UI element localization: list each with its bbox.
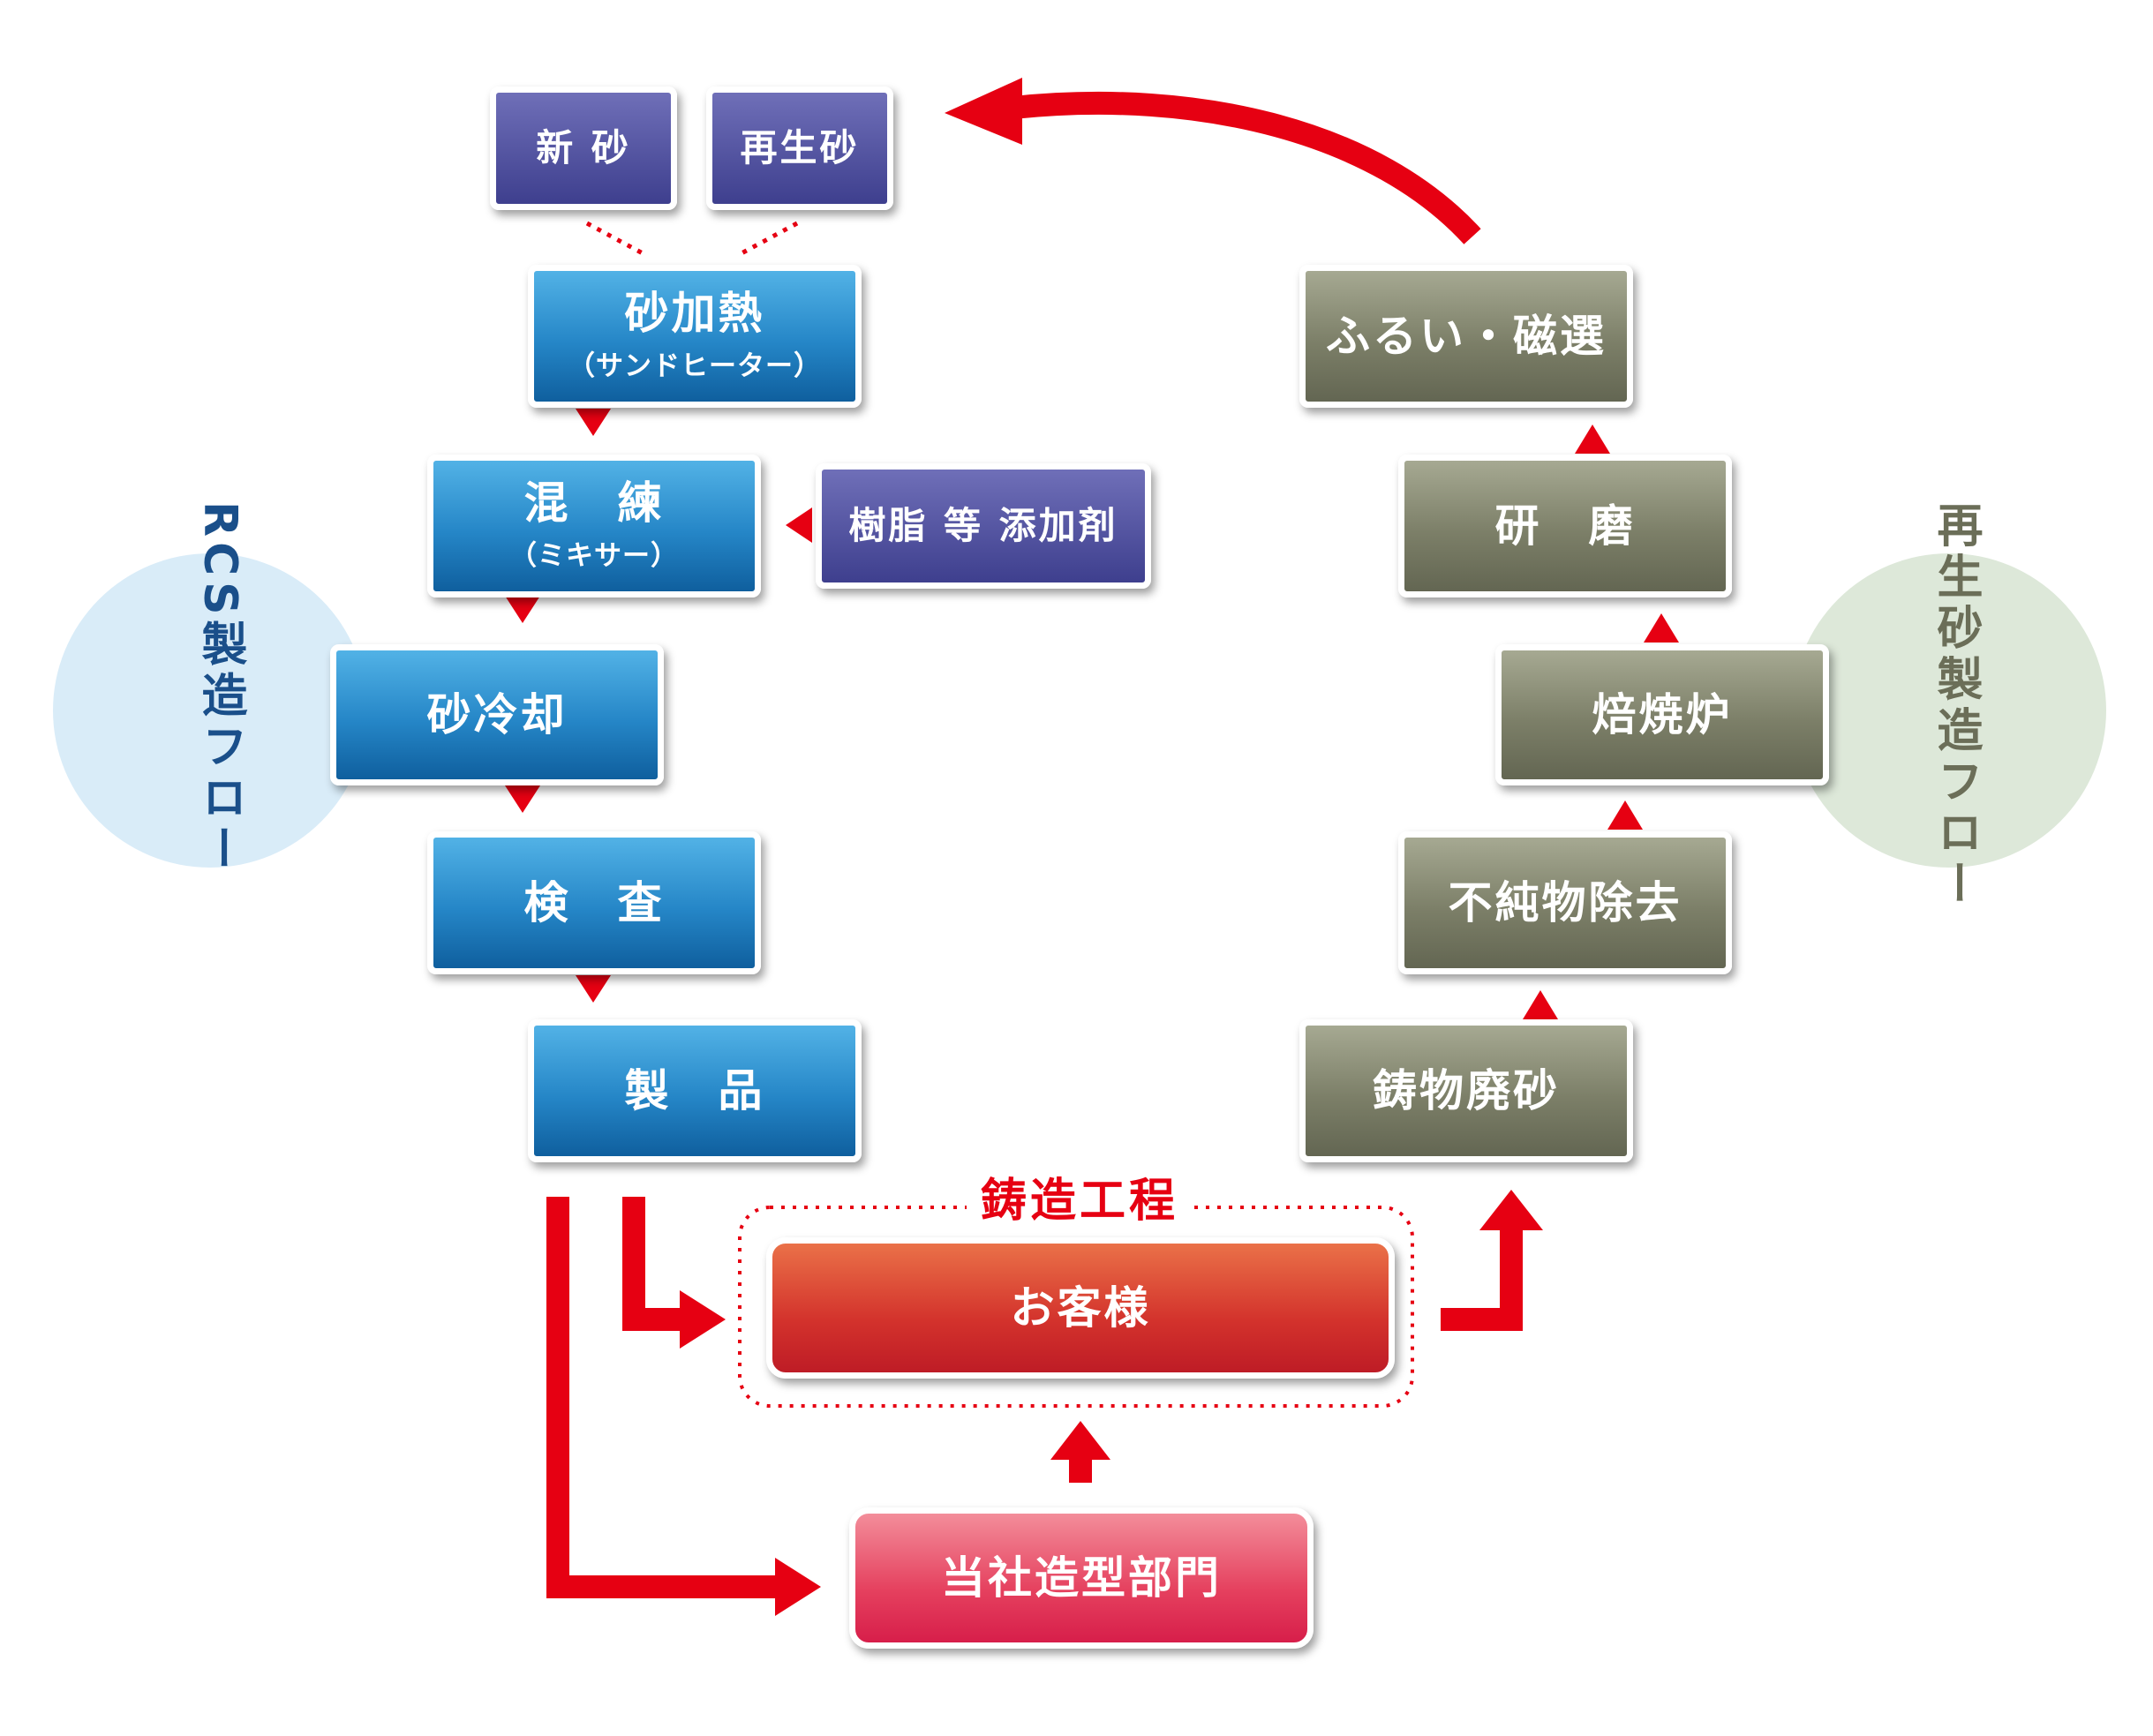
waste-sand-box: 鋳物廃砂 [1299, 1019, 1633, 1162]
arrow-waste-to-removal [1523, 990, 1558, 1019]
inspection-box: 検 査 [427, 831, 761, 974]
casting-process-label: 鋳造工程 [967, 1163, 1193, 1229]
arrow-product-to-inhouse [546, 1197, 786, 1598]
sieving-label: ふるい・磁選 [1326, 310, 1607, 362]
waste-sand-label: 鋳物廃砂 [1373, 1064, 1560, 1116]
sieving-box: ふるい・磁選 [1299, 265, 1633, 408]
arrow-removal-to-furnace [1607, 800, 1643, 830]
recycled-flow-title: 再生砂製造フロー [1929, 501, 1982, 911]
additive-label: 樹脂 等 添加剤 [848, 503, 1118, 547]
sand-heating-sub: （サンドヒーター） [568, 350, 822, 382]
arrow-additive-to-mixing [786, 507, 812, 543]
customer-label: お客様 [1010, 1281, 1151, 1334]
arrow-inhouse-to-customer-head [1050, 1421, 1110, 1460]
recycle-arrow-head [945, 78, 1022, 145]
arrow-cooling-to-inspection [505, 785, 540, 813]
recycled-sand-box: 再生砂 [706, 86, 893, 210]
arrow-heating-to-mixing [576, 409, 611, 436]
sand-heating-box: 砂加熱 （サンドヒーター） [528, 265, 862, 408]
rcs-flow-circle [53, 553, 367, 868]
mixing-sub: （ミキサー） [509, 540, 679, 572]
recycled-sand-dotted-link [740, 221, 799, 256]
arrow-inspection-to-product [576, 975, 611, 1003]
roasting-furnace-box: 焙焼炉 [1495, 644, 1829, 785]
arrow-product-to-customer-head [680, 1290, 726, 1349]
grinding-box: 研 磨 [1398, 455, 1732, 597]
recycled-sand-label: 再生砂 [740, 125, 860, 169]
sand-cooling-box: 砂冷却 [330, 644, 664, 785]
arrow-grinding-to-sieving [1575, 425, 1610, 454]
rcs-flow-title: RCS製造フロー [193, 501, 246, 876]
inhouse-molding-label: 当社造型部門 [941, 1552, 1222, 1604]
additive-box: 樹脂 等 添加剤 [816, 463, 1151, 589]
mixing-box: 混 練 （ミキサー） [427, 455, 761, 597]
sand-heating-label: 砂加熱 [624, 288, 765, 339]
impurity-removal-label: 不純物除去 [1448, 876, 1683, 928]
inhouse-molding-box: 当社造型部門 [849, 1507, 1314, 1649]
arrow-mixing-to-cooling [505, 596, 540, 623]
roasting-furnace-label: 焙焼炉 [1592, 688, 1733, 740]
new-sand-dotted-link [585, 221, 644, 256]
grinding-label: 研 磨 [1494, 500, 1636, 552]
recycled-flow-circle [1792, 553, 2106, 868]
product-box: 製 品 [528, 1019, 862, 1162]
product-label: 製 品 [624, 1064, 765, 1116]
arrow-customer-to-waste-head [1479, 1190, 1543, 1230]
sand-cooling-label: 砂冷却 [426, 688, 568, 740]
new-sand-box: 新 砂 [490, 86, 677, 210]
recycle-curved-arrow [1012, 91, 1481, 244]
casting-process-frame [738, 1206, 1414, 1408]
new-sand-label: 新 砂 [536, 125, 631, 169]
mixing-label: 混 練 [523, 477, 665, 529]
impurity-removal-box: 不純物除去 [1398, 831, 1732, 974]
arrow-furnace-to-grinding [1644, 613, 1679, 643]
inspection-label: 検 査 [523, 876, 665, 928]
arrow-customer-to-waste [1441, 1218, 1523, 1331]
customer-box: お客様 [766, 1237, 1395, 1379]
arrow-product-to-customer [622, 1197, 681, 1331]
arrow-product-to-inhouse-head [775, 1558, 821, 1616]
